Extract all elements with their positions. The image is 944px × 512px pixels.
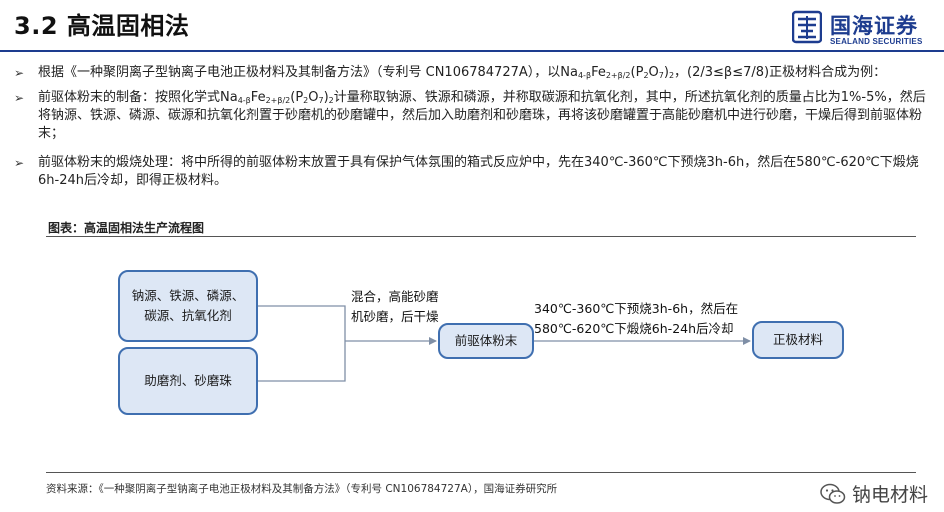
bullet-list: ➢ 根据《一种聚阴离子型钠离子电池正极材料及其制备方法》（专利号 CN10678… bbox=[12, 64, 936, 201]
company-logo: 国海证券 SEALAND SECURITIES bbox=[792, 10, 940, 50]
sealand-logo-icon bbox=[792, 10, 822, 44]
caption-divider bbox=[46, 236, 916, 237]
figure-caption: 图表：高温固相法生产流程图 bbox=[48, 221, 205, 235]
flow-label-calcination: 340℃-360℃下预烧3h-6h，然后在 580℃-620℃下煅烧6h-24h… bbox=[534, 301, 739, 336]
page-title: 3.2 高温固相法 bbox=[14, 12, 190, 40]
logo-text-en: SEALAND SECURITIES bbox=[830, 37, 923, 46]
bullet-arrow-icon: ➢ bbox=[14, 91, 25, 105]
footer-divider bbox=[46, 472, 916, 473]
flow-box-milling-aids: 助磨剂、砂磨珠 bbox=[118, 347, 258, 415]
connector-box1 bbox=[258, 305, 346, 341]
connector-box2 bbox=[258, 341, 346, 382]
logo-text-cn: 国海证券 bbox=[830, 14, 918, 38]
bullet-item: ➢ 根据《一种聚阴离子型钠离子电池正极材料及其制备方法》（专利号 CN10678… bbox=[12, 64, 936, 82]
flow-box-precursor: 前驱体粉末 bbox=[438, 323, 534, 359]
flow-box-raw-materials: 钠源、铁源、磷源、碳源、抗氧化剂 bbox=[118, 270, 258, 342]
watermark: 钠电材料 bbox=[820, 480, 928, 507]
source-note: 资料来源：《一种聚阴离子型钠离子电池正极材料及其制备方法》（专利号 CN1067… bbox=[46, 483, 558, 495]
bullet-arrow-icon: ➢ bbox=[14, 156, 25, 170]
wechat-icon bbox=[820, 483, 846, 504]
bullet-text: 前驱体粉末的煅烧处理：将中所得的前驱体粉末放置于具有保护气体氛围的箱式反应炉中，… bbox=[38, 155, 919, 188]
bullet-item: ➢ 前驱体粉末的制备：按照化学式Na4-βFe2+β/2(P2O7)2计量称取钠… bbox=[12, 89, 936, 147]
bullet-text: 根据《一种聚阴离子型钠离子电池正极材料及其制备方法》（专利号 CN1067847… bbox=[38, 65, 887, 80]
bullet-item: ➢ 前驱体粉末的煅烧处理：将中所得的前驱体粉末放置于具有保护气体氛围的箱式反应炉… bbox=[12, 154, 936, 194]
bullet-arrow-icon: ➢ bbox=[14, 66, 25, 80]
header-divider bbox=[0, 50, 944, 52]
flow-label-milling: 混合，高能砂磨 机砂磨，后干燥 bbox=[351, 289, 439, 324]
bullet-text: 前驱体粉末的制备：按照化学式Na4-βFe2+β/2(P2O7)2计量称取钠源、… bbox=[38, 90, 926, 141]
watermark-text: 钠电材料 bbox=[851, 484, 928, 506]
flow-box-cathode: 正极材料 bbox=[752, 321, 844, 359]
